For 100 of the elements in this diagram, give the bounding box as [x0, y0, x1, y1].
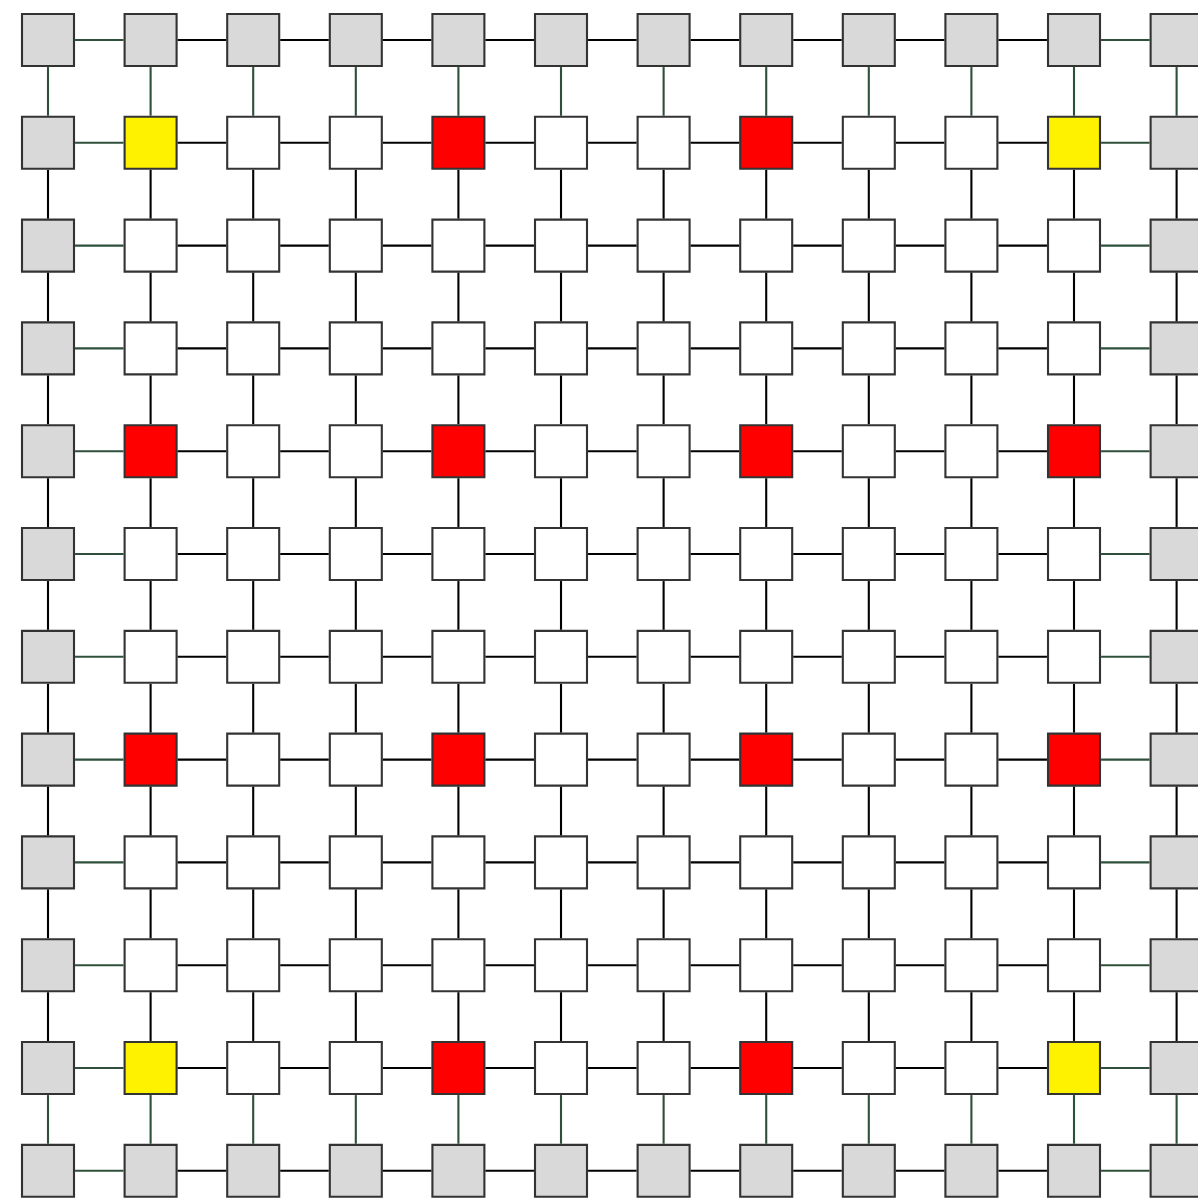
- connector-line: [559, 272, 563, 322]
- connector-line: [793, 861, 842, 864]
- connector-line: [998, 38, 1047, 42]
- connector-line: [970, 272, 973, 322]
- grid-square: [739, 526, 794, 582]
- grid-square: [20, 1143, 76, 1198]
- connector-line: [765, 786, 768, 836]
- connector-line: [895, 38, 945, 42]
- grid-square: [841, 321, 896, 376]
- grid-square: [1046, 938, 1102, 993]
- grid-square: [739, 1143, 794, 1198]
- connector-line: [662, 581, 665, 630]
- connector-line: [588, 861, 637, 864]
- grid-square: [431, 835, 486, 890]
- connector-line: [559, 889, 563, 939]
- connector-line: [382, 655, 432, 658]
- grid-square: [739, 938, 794, 993]
- grid-square: [1046, 732, 1102, 787]
- connector-line: [485, 758, 534, 761]
- connector-line: [457, 375, 460, 425]
- grid-square: [226, 115, 281, 170]
- connector-line: [485, 552, 534, 556]
- connector-line: [485, 861, 534, 864]
- grid-square: [841, 424, 896, 479]
- connector-line: [1072, 169, 1076, 219]
- grid-square: [20, 115, 76, 170]
- connector-line: [588, 552, 637, 556]
- connector-line: [588, 38, 637, 42]
- connector-line: [382, 861, 432, 864]
- grid-square: [533, 1040, 589, 1096]
- connector-line: [252, 272, 255, 322]
- connector-line: [75, 347, 124, 350]
- grid-square: [123, 835, 178, 890]
- grid-square: [431, 732, 486, 787]
- connector-line: [149, 992, 152, 1041]
- connector-line: [149, 375, 152, 425]
- connector-line: [177, 552, 227, 556]
- connector-line: [970, 786, 973, 836]
- connector-line: [970, 478, 973, 527]
- grid-square: [226, 835, 281, 890]
- connector-line: [485, 964, 534, 967]
- grid-square: [636, 12, 691, 68]
- connector-line: [1072, 992, 1076, 1041]
- connector-line: [662, 992, 665, 1041]
- connector-line: [382, 38, 432, 42]
- grid-square: [841, 12, 896, 68]
- connector-line: [765, 67, 768, 116]
- connector-line: [75, 141, 124, 144]
- connector-line: [252, 375, 255, 425]
- connector-line: [75, 450, 124, 453]
- grid-square: [944, 732, 999, 787]
- grid-square: [123, 12, 178, 68]
- grid-square: [123, 115, 178, 170]
- grid-square: [739, 1040, 794, 1096]
- grid-square: [431, 629, 486, 684]
- connector-line: [252, 67, 255, 116]
- grid-square: [328, 1143, 383, 1198]
- grid-square: [636, 1040, 691, 1096]
- grid-square: [431, 321, 486, 376]
- connector-line: [998, 141, 1047, 144]
- grid-square: [739, 321, 794, 376]
- connector-line: [46, 272, 50, 322]
- connector-line: [177, 244, 227, 247]
- connector-line: [793, 38, 842, 42]
- grid-square: [841, 115, 896, 170]
- connector-line: [1072, 375, 1076, 425]
- connector-line: [177, 758, 227, 761]
- connector-line: [149, 67, 152, 116]
- connector-line: [46, 169, 50, 219]
- connector-line: [252, 478, 255, 527]
- connector-line: [177, 1169, 227, 1172]
- connector-line: [485, 655, 534, 658]
- grid-square: [1149, 218, 1198, 273]
- connector-line: [177, 655, 227, 658]
- grid-square: [533, 835, 589, 890]
- connector-line: [280, 141, 329, 144]
- grid-square: [431, 1143, 486, 1198]
- connector-line: [690, 758, 740, 761]
- connector-line: [46, 478, 50, 527]
- connector-line: [1101, 347, 1150, 350]
- connector-line: [765, 272, 768, 322]
- connector-line: [765, 889, 768, 939]
- connector-line: [793, 244, 842, 247]
- connector-line: [895, 450, 945, 453]
- grid-square: [533, 938, 589, 993]
- connector-line: [690, 244, 740, 247]
- grid-square: [636, 526, 691, 582]
- connector-line: [690, 655, 740, 658]
- grid-square: [328, 835, 383, 890]
- grid-square: [1046, 526, 1102, 582]
- connector-line: [588, 758, 637, 761]
- connector-line: [1101, 655, 1150, 658]
- connector-line: [75, 1169, 124, 1172]
- connector-line: [998, 964, 1047, 967]
- connector-line: [867, 889, 870, 939]
- grid-square: [533, 1143, 589, 1198]
- connector-line: [559, 169, 563, 219]
- connector-line: [46, 786, 50, 836]
- connector-line: [382, 347, 432, 350]
- connector-line: [1175, 478, 1178, 527]
